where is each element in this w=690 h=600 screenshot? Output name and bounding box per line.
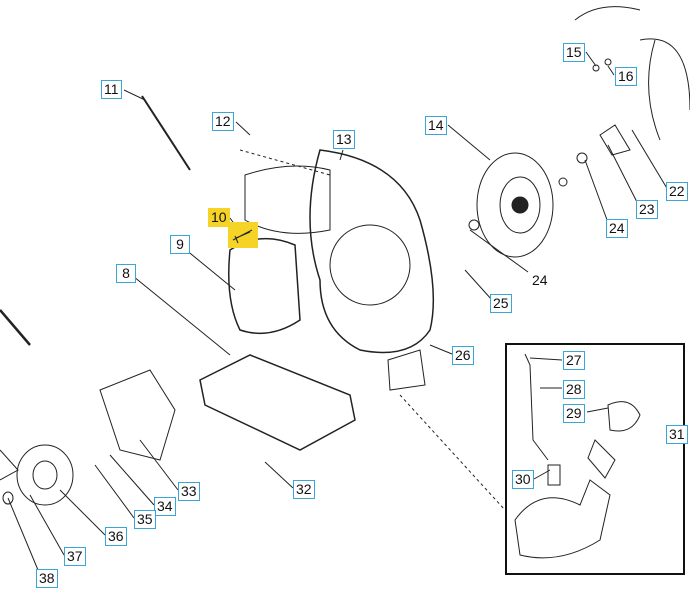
callout-33[interactable]: 33 <box>178 482 200 501</box>
callout-36[interactable]: 36 <box>105 527 127 546</box>
callout-11[interactable]: 11 <box>101 80 122 99</box>
callout-24[interactable]: 24 <box>606 219 628 238</box>
callout-34[interactable]: 34 <box>154 497 176 516</box>
callout-24-plain: 24 <box>532 272 548 288</box>
callout-38[interactable]: 38 <box>36 569 58 588</box>
callout-29[interactable]: 29 <box>563 404 585 423</box>
callout-14[interactable]: 14 <box>425 116 447 135</box>
callout-35[interactable]: 35 <box>134 510 156 529</box>
callout-8[interactable]: 8 <box>116 264 136 283</box>
callout-25[interactable]: 25 <box>490 294 512 313</box>
callout-37[interactable]: 37 <box>64 547 86 566</box>
callout-22[interactable]: 22 <box>666 182 688 201</box>
callout-32[interactable]: 32 <box>293 480 315 499</box>
callout-12[interactable]: 12 <box>212 112 234 131</box>
callout-9[interactable]: 9 <box>170 235 190 254</box>
callout-23[interactable]: 23 <box>636 200 658 219</box>
callout-13[interactable]: 13 <box>333 130 355 149</box>
callout-26[interactable]: 26 <box>452 346 474 365</box>
callout-10-highlighted[interactable]: 10 <box>208 208 230 227</box>
callout-15[interactable]: 15 <box>563 43 585 62</box>
callout-27[interactable]: 27 <box>563 351 585 370</box>
callout-28[interactable]: 28 <box>563 380 585 399</box>
screw-icon <box>232 229 253 244</box>
callout-30[interactable]: 30 <box>512 470 534 489</box>
fuel-tank-inset <box>505 343 685 575</box>
callout-16[interactable]: 16 <box>615 67 637 86</box>
callout-31[interactable]: 31 <box>666 425 688 444</box>
